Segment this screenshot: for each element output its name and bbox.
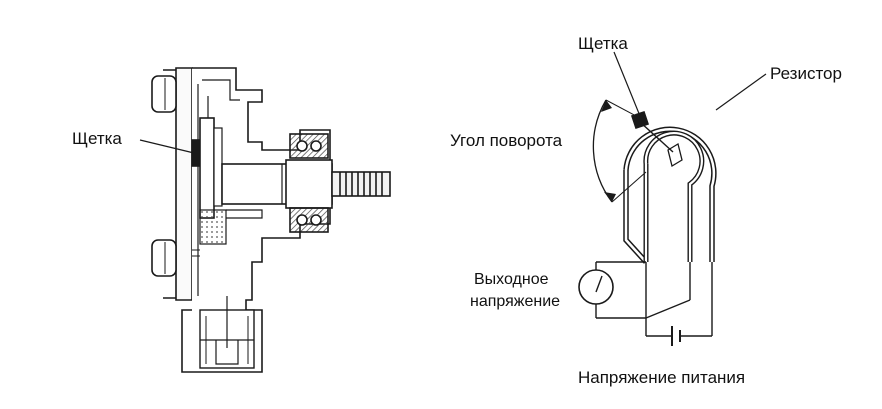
- output-voltage-label-line2: напряжение: [470, 293, 561, 310]
- wiring: [595, 261, 713, 337]
- threaded-stud: [331, 171, 391, 197]
- spring: [199, 209, 227, 245]
- mounting-plate: [175, 67, 193, 301]
- rotation-angle-label: Угол поворота: [450, 131, 563, 150]
- rotor-disk: [199, 117, 215, 219]
- brush-tip: [630, 110, 650, 130]
- lower-bolt-head: [151, 239, 177, 277]
- upper-bolt-head: [151, 75, 177, 113]
- lower-bearing: [289, 207, 329, 233]
- supply-voltage-label: Напряжение питания: [578, 368, 746, 387]
- voltmeter-needle: [595, 275, 603, 293]
- brush-leader-right: [613, 51, 641, 117]
- rotation-angle-arc: [592, 99, 613, 203]
- resistor-leader: [715, 73, 767, 111]
- potentiometer-schematic: [578, 51, 767, 346]
- sensor-cross-section: [139, 67, 391, 373]
- brush-label-right: Щетка: [578, 34, 628, 53]
- upper-bearing: [289, 133, 329, 159]
- wiper-arm: [667, 142, 683, 168]
- resistor-label: Резистор: [770, 64, 842, 83]
- output-voltage-label-line1: Выходное: [474, 271, 549, 288]
- voltmeter: [578, 269, 614, 305]
- brush-label-left: Щетка: [72, 129, 122, 148]
- brush-leader-left: [139, 139, 195, 154]
- wiper-line: [639, 121, 674, 153]
